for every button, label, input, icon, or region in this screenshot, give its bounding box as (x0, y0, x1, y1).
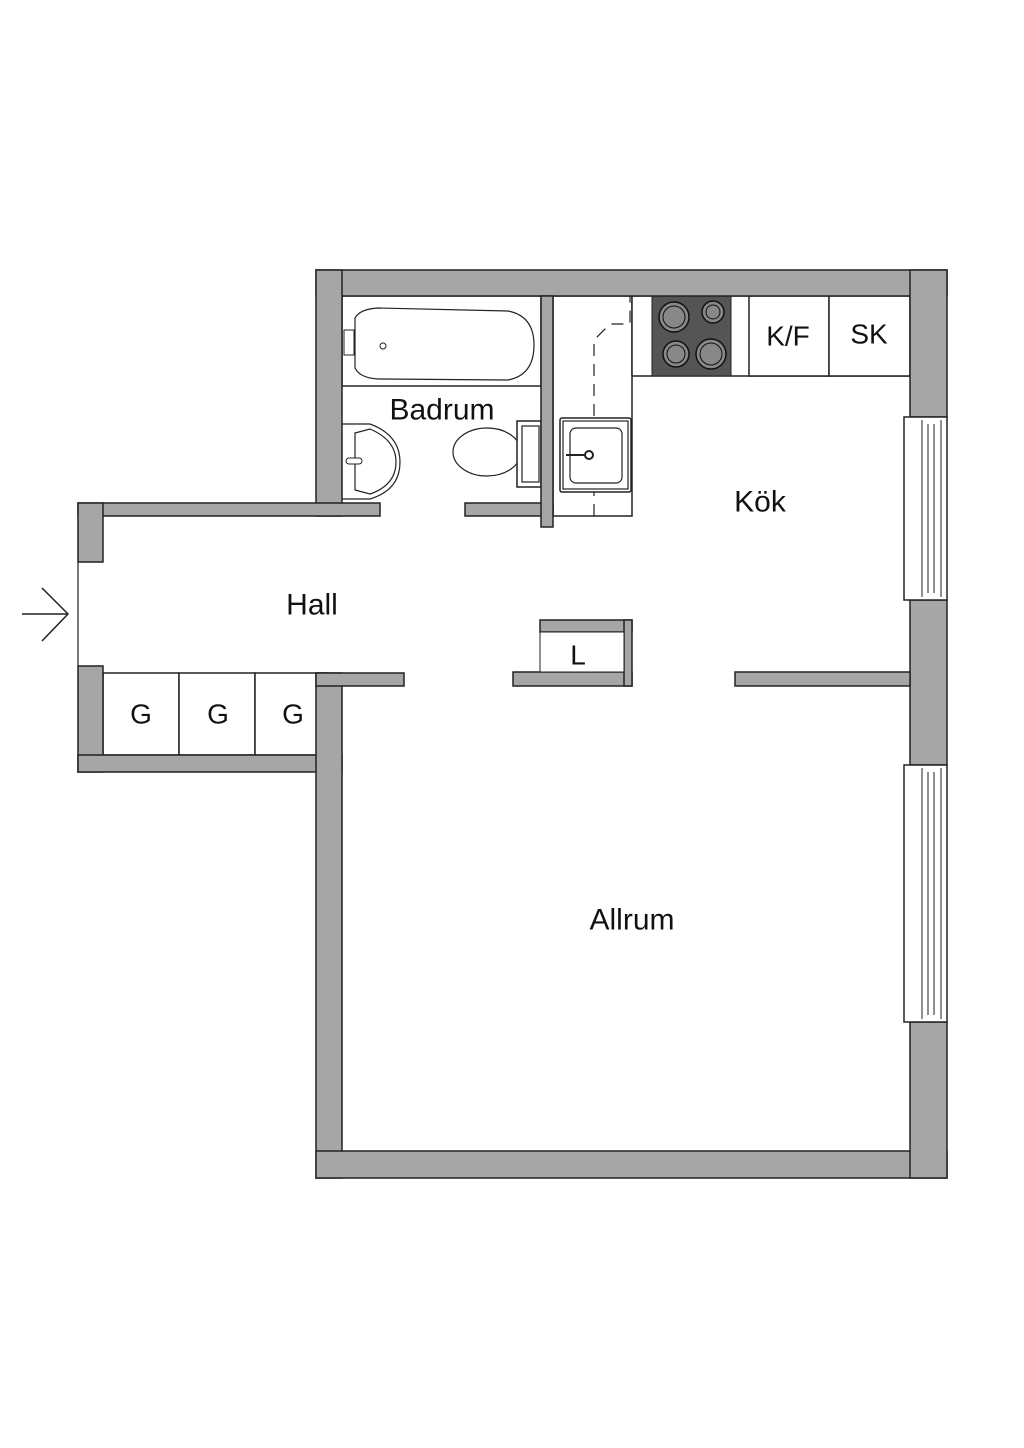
cabinet-label: SK (850, 319, 888, 350)
room-label-living-room: Allrum (589, 904, 674, 937)
linen-closet-label: L (570, 640, 586, 671)
counter-dashed-line (593, 296, 631, 516)
fridge-freezer (748, 295, 830, 377)
sink-icon (559, 417, 632, 493)
toilet-icon (452, 420, 542, 488)
wardrobe (178, 672, 256, 756)
bathtub-icon (341, 295, 542, 387)
wardrobe-label: G (130, 699, 152, 730)
walls (77, 269, 948, 1179)
entrance-arrow-icon (22, 587, 70, 642)
room-label-bathroom: Badrum (389, 394, 494, 427)
linen-closet (539, 631, 625, 673)
stove-icon (651, 295, 732, 377)
room-label-kitchen: Kök (734, 486, 787, 519)
room-label-hall: Hall (286, 589, 338, 622)
cabinet (828, 295, 911, 377)
wardrobe (102, 672, 180, 756)
washbasin-icon (342, 423, 401, 500)
window-living-room (903, 764, 948, 1023)
wardrobe-label: G (207, 699, 229, 730)
wardrobe-label: G (282, 699, 304, 730)
window-kitchen (903, 416, 948, 601)
fridge-freezer-label: K/F (766, 321, 810, 352)
